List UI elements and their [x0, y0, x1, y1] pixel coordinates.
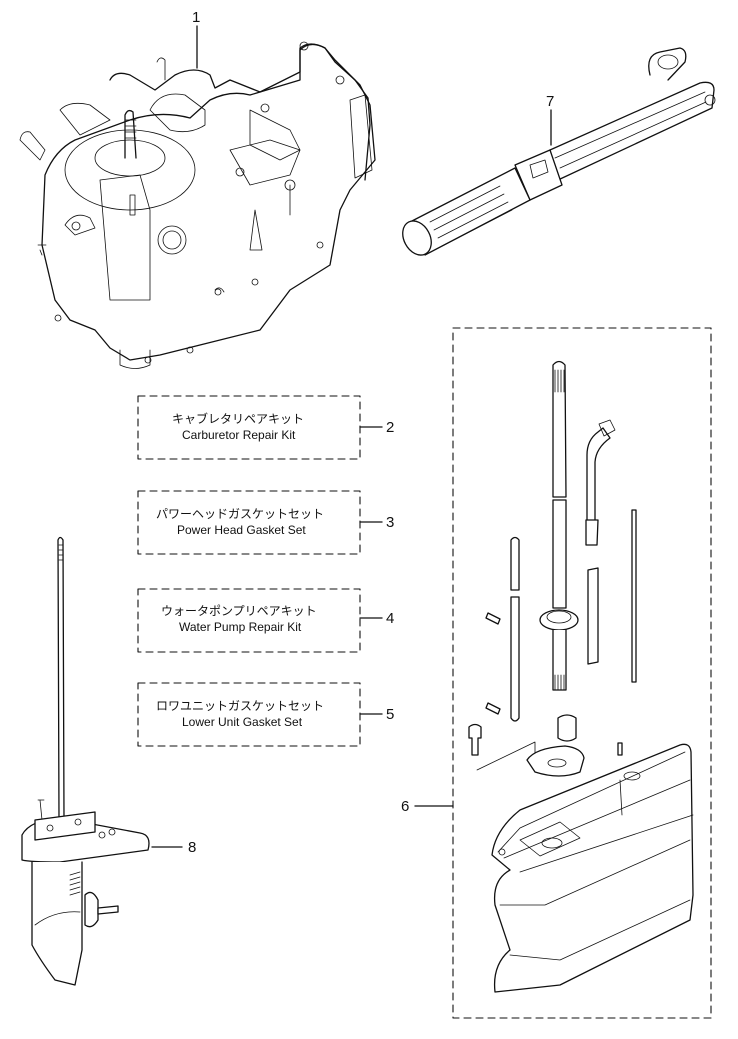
water-tube [586, 427, 611, 521]
shaft-bearing [539, 609, 579, 631]
dowel-pin-1 [485, 612, 501, 625]
kit-label-en: Water Pump Repair Kit [179, 620, 302, 634]
pin-short [510, 536, 520, 591]
kit-label-en: Power Head Gasket Set [177, 523, 306, 537]
water-pump-housing [34, 811, 96, 841]
drive-shaft-housing [491, 743, 694, 993]
linkage [229, 139, 301, 186]
callout-3: 3 [386, 514, 395, 531]
handle-pivot [648, 47, 687, 81]
kit-label-jp: ロワユニットガスケットセット [156, 699, 325, 713]
grip-ridges [429, 185, 513, 247]
nipple [156, 57, 166, 81]
kit-box-4-border [137, 588, 361, 653]
drive-shaft-housing-set-illustration [414, 327, 712, 1019]
rubber-mount [557, 714, 577, 742]
tube-grommet [585, 519, 599, 546]
kit-power-head-gasket: パワーヘッドガスケットセット Power Head Gasket Set [156, 506, 324, 538]
assembly-line [476, 741, 536, 771]
power-head-illustration [19, 25, 376, 369]
manifold-outline [109, 43, 371, 181]
dowel-pin-2 [485, 702, 501, 715]
tiller-handle-illustration [402, 47, 716, 256]
flange [249, 109, 301, 161]
callout-2: 2 [386, 419, 395, 436]
propeller-shaft [97, 905, 119, 915]
callout-8: 8 [188, 839, 197, 856]
drive-shaft-lower [552, 499, 567, 609]
lower-unit-drive-shaft [57, 536, 65, 821]
drain-bolt [468, 723, 482, 756]
long-stud [631, 509, 637, 683]
shift-rod-lower [587, 567, 599, 665]
kit-water-pump-repair: ウォータポンプリペアキット Water Pump Repair Kit [161, 603, 317, 635]
cover-plate [149, 93, 206, 133]
drive-shaft-upper [552, 360, 567, 498]
callout-5: 5 [386, 706, 395, 723]
small-pin [617, 742, 623, 756]
pin-long [510, 596, 520, 722]
lower-unit-illustration [21, 536, 183, 986]
bottom-boss [119, 349, 151, 369]
handle-arm [549, 81, 715, 181]
propeller-boss [84, 891, 99, 928]
kit-carburetor-repair: キャブレタリペアキット Carburetor Repair Kit [172, 411, 304, 443]
kit-lower-unit-gasket: ロワユニットガスケットセット Lower Unit Gasket Set [156, 698, 324, 730]
callout-7: 7 [546, 93, 555, 110]
gasket-plate [526, 745, 585, 777]
gear-case [31, 861, 83, 986]
callout-4: 4 [386, 610, 395, 627]
kit-label-en: Lower Unit Gasket Set [182, 715, 303, 729]
spring [69, 871, 81, 896]
kit-label-jp: ウォータポンプリペアキット [161, 604, 317, 618]
front-bracket [99, 174, 151, 301]
callout-6: 6 [401, 798, 410, 815]
drive-shaft-end [552, 629, 567, 691]
side-fitting [19, 131, 46, 161]
grip-end-cap [402, 220, 432, 256]
port-ring [157, 225, 187, 255]
kit-boxes [137, 395, 383, 747]
crankshaft [124, 109, 137, 159]
kit-label-jp: キャブレタリペアキット [172, 412, 305, 426]
callout-1: 1 [192, 9, 201, 26]
kit-label-jp: パワーヘッドガスケットセット [156, 507, 325, 521]
rear-arm [349, 94, 373, 179]
kit-label-en: Carburetor Repair Kit [182, 428, 296, 442]
set-6-dashed-border [452, 327, 712, 1019]
